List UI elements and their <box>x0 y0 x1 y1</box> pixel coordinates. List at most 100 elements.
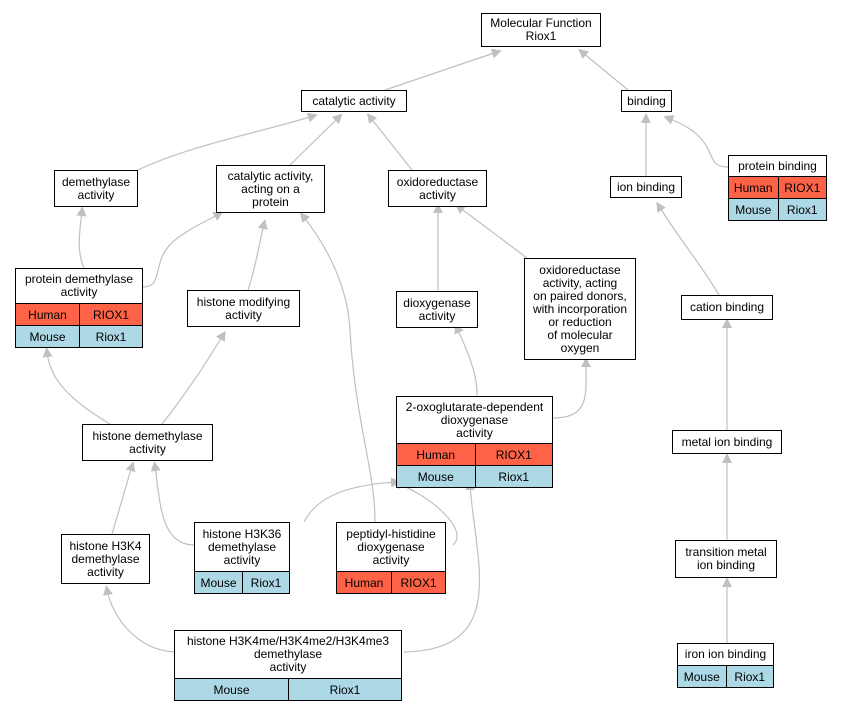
edge-proteinbinding-binding <box>663 115 729 168</box>
node-cation-binding[interactable]: cation binding <box>681 295 773 320</box>
node-label-line: ion binding <box>696 558 756 572</box>
node-label-line: activity <box>129 441 166 456</box>
edge-oxo-oxidopaired <box>552 357 592 419</box>
mouse-annotation-row: Mouse Riox1 <box>175 678 401 700</box>
node-label-line: histone H3K4 <box>69 538 142 553</box>
node-label-line: cation binding <box>689 300 765 314</box>
node-label-line: on paired donors, <box>533 288 627 303</box>
edge-oxidopaired-oxidoreductase <box>455 204 528 259</box>
node-label-line: activity <box>418 308 456 323</box>
node-label-line: activity <box>87 564 124 579</box>
gene-cell: Riox1 <box>725 666 774 687</box>
species-cell: Human <box>344 575 384 590</box>
node-label: catalytic activity <box>302 91 406 111</box>
node-label-line: or reduction <box>548 314 612 329</box>
species-cell: Mouse <box>29 329 66 344</box>
node-label-line: acting on a <box>241 181 300 196</box>
species-cell: Mouse <box>683 669 720 684</box>
edge-catalytic-mf <box>384 48 502 91</box>
edge-demethylase-catalytic <box>137 112 318 171</box>
node-label: iron ion binding <box>678 644 773 665</box>
species-cell: Mouse <box>735 202 772 217</box>
node-binding[interactable]: binding <box>621 90 672 112</box>
node-label: binding <box>622 91 671 111</box>
edge-h3k4-histdemeth <box>111 461 136 535</box>
node-label-line: catalytic activity <box>312 93 396 108</box>
node-label: protein binding <box>729 156 826 176</box>
node-label-line: activity <box>223 552 261 567</box>
mouse-annotation-row: Mouse Riox1 <box>678 665 773 687</box>
edge-catprotein-catalytic <box>289 113 343 166</box>
node-label-line: protein demethylase <box>24 272 134 286</box>
node-label-line: iron ion binding <box>684 647 767 661</box>
node-label: cation binding <box>682 296 772 319</box>
node-label-line: demethylase <box>61 174 131 189</box>
edge-peptidyl-catprotein <box>299 212 376 523</box>
node-catalytic[interactable]: catalytic activity <box>301 90 407 112</box>
species-cell: Mouse <box>213 682 250 697</box>
node-label-line: oxygen <box>560 340 600 355</box>
gene-cell: Riox1 <box>242 572 289 593</box>
node-label-line: with incorporation <box>532 301 628 316</box>
node-label-line: activity <box>77 187 115 202</box>
node-label-line: Riox1 <box>525 29 557 43</box>
node-label-line: histone modifying <box>196 294 291 309</box>
node-label-line: of molecular <box>547 327 613 342</box>
node-label-line: oxidoreductase <box>539 262 621 277</box>
edge-histmod-catprotein <box>247 219 268 291</box>
node-label-line: histone demethylase <box>92 428 203 443</box>
node-label-line: demethylase <box>253 647 323 661</box>
node-label-line: histone H3K4me/H3K4me2/H3K4me3 <box>186 634 390 648</box>
species-cell: Human <box>733 180 773 195</box>
species-cell: Human <box>416 447 456 462</box>
node-label-line: demethylase <box>207 539 277 554</box>
node-label-line: dioxygenase <box>440 412 509 427</box>
node-ion-binding[interactable]: ion binding <box>610 176 682 198</box>
edge-histdemeth-histmod <box>161 330 226 425</box>
node-label-line: oxidoreductase <box>396 174 479 189</box>
node-label: metal ion binding <box>673 431 781 453</box>
node-label-line: peptidyl-histidine <box>346 526 436 541</box>
gene-cell: Riox1 <box>288 679 401 700</box>
node-label-line: activity <box>372 552 410 567</box>
node-metal-ion[interactable]: metal ion binding <box>672 430 782 454</box>
node-label-line: activity <box>269 660 307 674</box>
edge-protdemeth-demethylase <box>76 206 87 269</box>
